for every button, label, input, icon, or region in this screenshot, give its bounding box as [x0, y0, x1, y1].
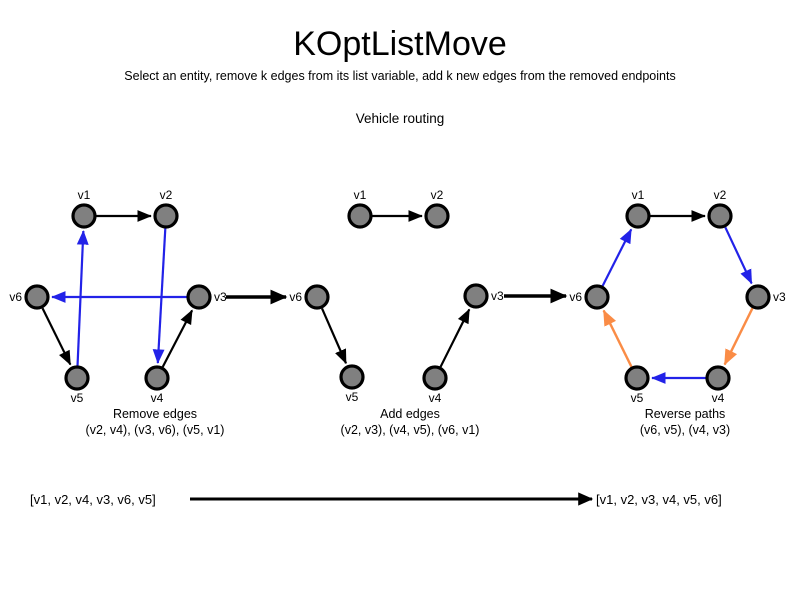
edges-group — [41, 210, 754, 384]
edge-v4-v3 — [439, 308, 471, 368]
caption-subtitle: (v2, v4), (v3, v6), (v5, v1) — [85, 423, 225, 437]
graph-node-v4[interactable]: v4 — [705, 365, 731, 405]
page-title: KOptListMove — [293, 25, 507, 63]
node-circle-v1[interactable] — [347, 203, 373, 229]
edge-v2-v4 — [152, 228, 167, 364]
edge-v4-v3 — [161, 309, 194, 368]
edge-v5-v1 — [76, 230, 89, 366]
graph-node-v4[interactable]: v4 — [422, 365, 448, 405]
node-label-v6: v6 — [9, 290, 22, 304]
nodes-group: v1 v2 v3 v4 v5 v6 v1 v2 v3 v4 v5 v6 v1 v2 v3 v4 v5 v6 — [9, 188, 786, 405]
graph-node-v1[interactable]: v1 — [625, 188, 651, 229]
node-label-v4: v4 — [151, 391, 164, 405]
graph-node-v5[interactable]: v5 — [624, 365, 650, 405]
node-circle-v4[interactable] — [705, 365, 731, 391]
node-circle-v5[interactable] — [64, 365, 90, 391]
edge-v6-v5 — [321, 308, 347, 365]
graph-node-v3[interactable]: v3 — [463, 283, 504, 309]
page-subtitle: Select an entity, remove k edges from it… — [124, 69, 676, 83]
caption-title: Remove edges — [112, 407, 198, 421]
node-label-v6: v6 — [569, 290, 582, 304]
graph-node-v6[interactable]: v6 — [9, 284, 50, 310]
edge-v5-v6 — [602, 309, 633, 368]
node-circle-v1[interactable] — [625, 203, 651, 229]
graph-node-v5[interactable]: v5 — [339, 364, 365, 404]
graph-node-v3[interactable]: v3 — [745, 284, 786, 310]
caption-subtitle: (v6, v5), (v4, v3) — [639, 423, 731, 437]
caption-subtitle: (v2, v3), (v4, v5), (v6, v1) — [340, 423, 480, 437]
node-label-v2: v2 — [714, 188, 727, 202]
node-label-v3: v3 — [773, 290, 786, 304]
graph-node-v2[interactable]: v2 — [153, 188, 179, 229]
caption-title: Add edges — [380, 407, 440, 421]
node-label-v1: v1 — [632, 188, 645, 202]
node-circle-v2[interactable] — [707, 203, 733, 229]
graph-node-v1[interactable]: v1 — [71, 188, 97, 229]
node-circle-v6[interactable] — [304, 284, 330, 310]
graph-node-v6[interactable]: v6 — [569, 284, 610, 310]
node-label-v5: v5 — [346, 390, 359, 404]
graph-node-v6[interactable]: v6 — [289, 284, 330, 310]
node-circle-v1[interactable] — [71, 203, 97, 229]
graph-node-v3[interactable]: v3 — [186, 284, 227, 310]
node-circle-v5[interactable] — [624, 365, 650, 391]
list-after: [v1, v2, v3, v4, v5, v6] — [596, 492, 722, 507]
node-circle-v5[interactable] — [339, 364, 365, 390]
node-label-v3: v3 — [214, 290, 227, 304]
graph-node-v5[interactable]: v5 — [64, 365, 90, 405]
node-label-v3: v3 — [491, 289, 504, 303]
node-label-v1: v1 — [354, 188, 367, 202]
context-label: Vehicle routing — [355, 111, 445, 126]
edge-v3-v4 — [723, 307, 754, 366]
node-circle-v3[interactable] — [186, 284, 212, 310]
graph-node-v2[interactable]: v2 — [424, 188, 450, 229]
node-circle-v4[interactable] — [144, 365, 170, 391]
node-label-v2: v2 — [431, 188, 444, 202]
node-label-v5: v5 — [631, 391, 644, 405]
edge-v2-v3 — [724, 226, 753, 285]
node-label-v5: v5 — [71, 391, 84, 405]
graph-node-v2[interactable]: v2 — [707, 188, 733, 229]
graph-node-v1[interactable]: v1 — [347, 188, 373, 229]
node-circle-v3[interactable] — [463, 283, 489, 309]
panel-caption-remove: Remove edges (v2, v4), (v3, v6), (v5, v1… — [30, 406, 280, 438]
node-label-v2: v2 — [160, 188, 173, 202]
node-label-v4: v4 — [429, 391, 442, 405]
graph-node-v4[interactable]: v4 — [144, 365, 170, 405]
node-circle-v4[interactable] — [422, 365, 448, 391]
panel-caption-add: Add edges (v2, v3), (v4, v5), (v6, v1) — [285, 406, 535, 438]
node-label-v6: v6 — [289, 290, 302, 304]
node-circle-v6[interactable] — [24, 284, 50, 310]
node-circle-v3[interactable] — [745, 284, 771, 310]
node-circle-v2[interactable] — [424, 203, 450, 229]
panel-caption-reverse: Reverse paths (v6, v5), (v4, v3) — [570, 406, 800, 438]
node-label-v4: v4 — [712, 391, 725, 405]
edge-v6-v1 — [601, 228, 633, 287]
node-circle-v6[interactable] — [584, 284, 610, 310]
edge-v6-v5 — [41, 307, 72, 366]
node-circle-v2[interactable] — [153, 203, 179, 229]
node-label-v1: v1 — [78, 188, 91, 202]
list-before: [v1, v2, v4, v3, v6, v5] — [30, 492, 156, 507]
flow-arrows-group — [226, 288, 568, 305]
caption-title: Reverse paths — [644, 407, 726, 421]
